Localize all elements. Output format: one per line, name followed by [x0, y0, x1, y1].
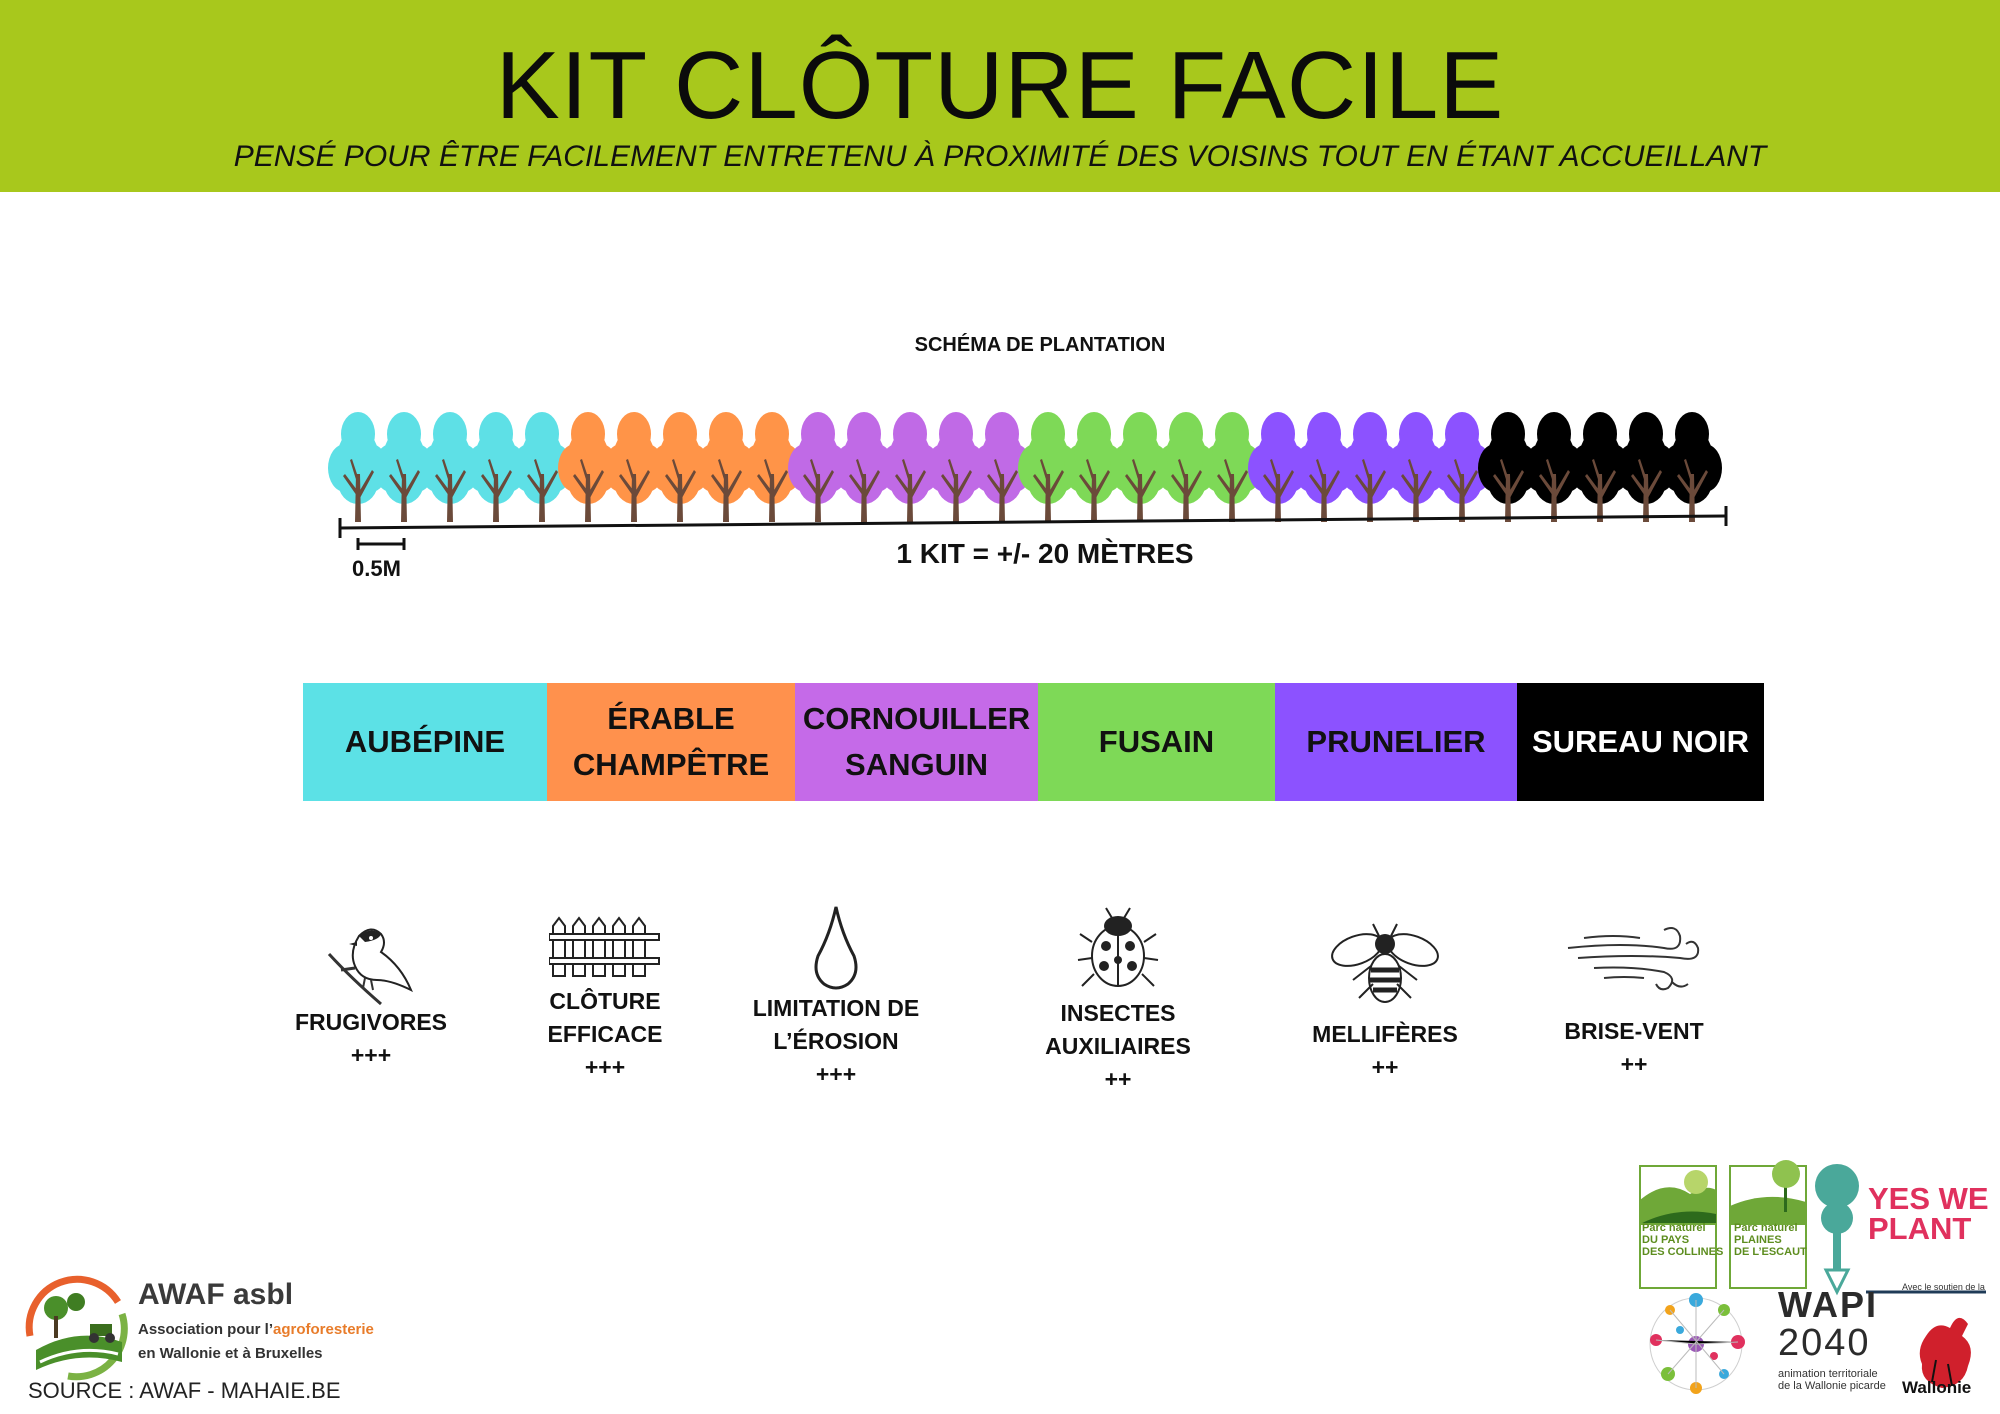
benefit-rating: ++ [1371, 1054, 1399, 1080]
tree-icon [1662, 412, 1722, 522]
tree-icon [328, 412, 388, 522]
species-band: AUBÉPINE [303, 683, 547, 801]
page-subtitle: PENSÉ POUR ÊTRE FACILEMENT ENTRETENU À P… [233, 140, 1767, 173]
wind-icon [1554, 918, 1714, 994]
awaf-description: Association pour l’agroforesterie en Wal… [138, 1321, 374, 1362]
benefit-label: MELLIFÈRES [1312, 1021, 1458, 1047]
fence-icon [525, 916, 685, 978]
species-band: FUSAIN [1038, 683, 1275, 801]
header-banner [0, 0, 2000, 192]
species-band: PRUNELIER [1275, 683, 1517, 801]
scale-label: 0.5M [352, 556, 401, 581]
planting-diagram [328, 412, 1728, 550]
tree-icon [926, 412, 986, 522]
source-credit: SOURCE : AWAF - MAHAIE.BE [28, 1378, 341, 1403]
tree-icon [1340, 412, 1400, 522]
benefit-item: CLÔTURE EFFICACE +++ [475, 985, 735, 1084]
tree-icon [512, 412, 572, 522]
benefit-label: CLÔTURE EFFICACE [547, 988, 663, 1047]
benefit-label: LIMITATION DE L’ÉROSION [752, 995, 920, 1054]
tree-icon [1248, 412, 1308, 522]
benefit-rating: +++ [350, 1042, 392, 1068]
wapi-text: WAPI [1778, 1284, 1879, 1325]
benefit-item: LIMITATION DE L’ÉROSION +++ [706, 992, 966, 1091]
ladybug-icon [1038, 906, 1198, 992]
yes-we-plant-tree-icon [1815, 1164, 1859, 1296]
partner-logos [1639, 1160, 1986, 1394]
bird-icon [291, 918, 451, 1008]
tree-icon [650, 412, 710, 522]
species-name: SUREAU NOIR [1531, 724, 1749, 759]
species-band: CORNOUILLER SANGUIN [795, 683, 1038, 801]
tree-icon [788, 412, 848, 522]
awaf-name: AWAF asbl [138, 1278, 294, 1311]
benefit-item: INSECTES AUXILIAIRES ++ [988, 997, 1248, 1096]
benefit-label: BRISE-VENT [1564, 1018, 1704, 1044]
scale-bar [356, 538, 406, 550]
benefit-item: BRISE-VENT ++ [1504, 1015, 1764, 1081]
species-name: CORNOUILLER SANGUIN [802, 701, 1031, 782]
tree-icon [1202, 412, 1262, 522]
species-band: SUREAU NOIR [1517, 683, 1764, 801]
species-name: ÉRABLE CHAMPÊTRE [572, 701, 770, 782]
partner2-text: Parc naturel PLAINES DE L’ESCAUT [1734, 1222, 1807, 1258]
tree-icon [1064, 412, 1124, 522]
wallonie-rooster-icon [1919, 1317, 1971, 1388]
tree-icon [466, 412, 526, 522]
benefit-item: FRUGIVORES +++ [241, 1006, 501, 1072]
wapi-subtitle: animation territoriale de la Wallonie pi… [1778, 1368, 1886, 1392]
species-band: ÉRABLE CHAMPÊTRE [547, 683, 795, 801]
parc-escaut-logo-icon [1729, 1160, 1807, 1289]
parc-collines-logo-icon [1639, 1165, 1717, 1289]
species-bar: AUBÉPINE ÉRABLE CHAMPÊTRE CORNOUILLER SANG… [303, 683, 1764, 801]
tree-icon [742, 412, 802, 522]
benefit-label: FRUGIVORES [294, 1009, 448, 1035]
benefit-rating: ++ [1620, 1051, 1648, 1077]
wapi-year: 2040 [1778, 1322, 1871, 1364]
benefit-rating: ++ [1104, 1066, 1132, 1092]
benefit-item: MELLIFÈRES ++ [1255, 1018, 1515, 1084]
species-name: AUBÉPINE [344, 724, 506, 759]
benefit-rating: +++ [815, 1061, 857, 1087]
species-name: FUSAIN [1098, 724, 1215, 759]
benefit-label: INSECTES AUXILIAIRES [1045, 1000, 1191, 1059]
support-text: Avec le soutien de la [1902, 1282, 1985, 1292]
benefit-rating: +++ [584, 1054, 626, 1080]
bee-icon [1305, 922, 1465, 1006]
length-line [339, 514, 1727, 530]
schema-title: SCHÉMA DE PLANTATION [914, 334, 1166, 356]
wallonie-text: Wallonie [1902, 1378, 1972, 1397]
yes-we-plant-text: YES WE PLANT [1868, 1181, 1989, 1246]
awaf-logo-icon [25, 1275, 128, 1381]
species-name: PRUNELIER [1306, 724, 1486, 759]
water-drop-icon [756, 904, 916, 990]
partner1-text: Parc naturel DU PAYS DES COLLINES [1642, 1222, 1724, 1258]
wapi-network-icon [1649, 1293, 1745, 1394]
page-title: KIT CLÔTURE FACILE [495, 32, 1505, 139]
kit-length-label: 1 KIT = +/- 20 MÈTRES [896, 538, 1194, 569]
